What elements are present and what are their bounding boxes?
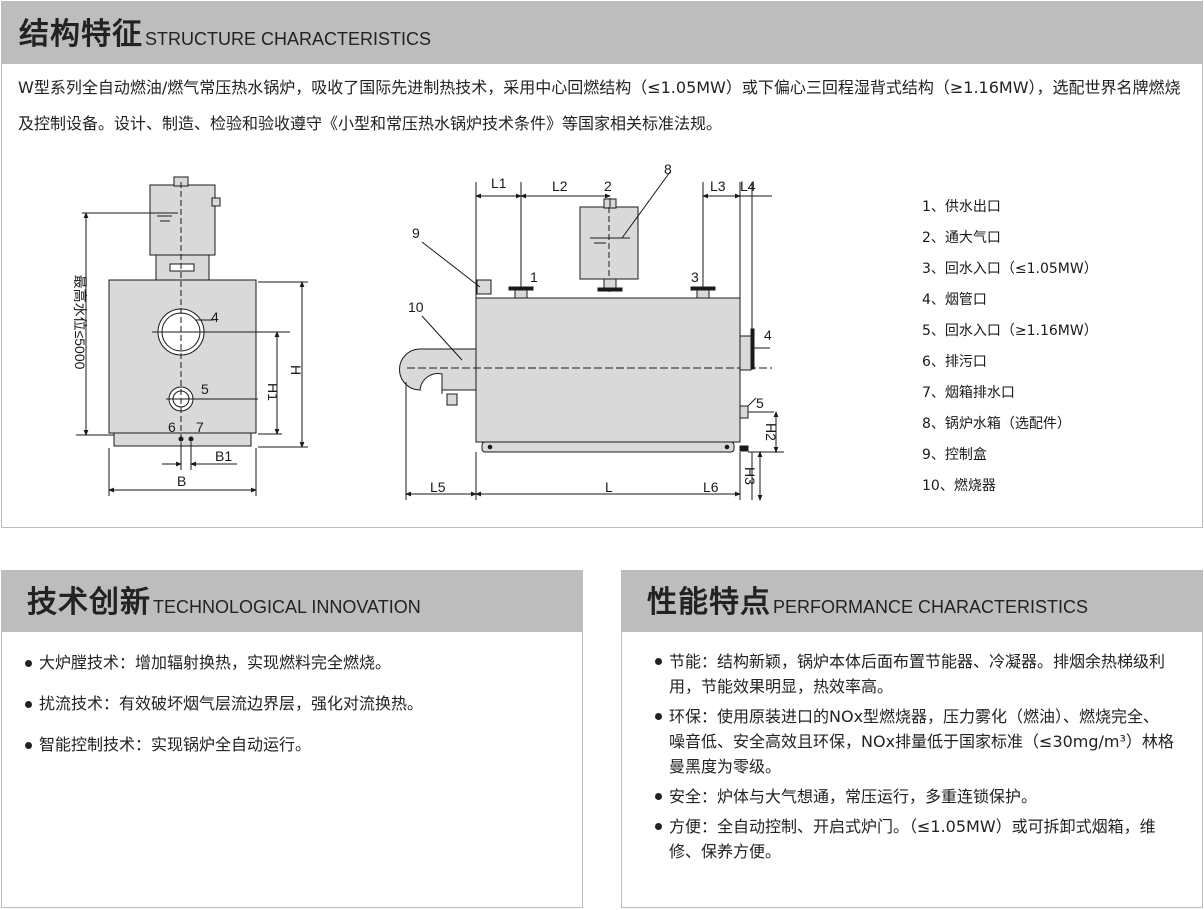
label-front-9: 9 xyxy=(412,225,420,241)
label-front-4: 4 xyxy=(764,327,772,343)
label-H1: H1 xyxy=(265,383,281,401)
structure-header: 结构特征 STRUCTURE CHARACTERISTICS xyxy=(2,2,1202,64)
label-side-5: 5 xyxy=(201,381,209,397)
side-view xyxy=(76,176,308,496)
label-side-4: 4 xyxy=(211,309,219,325)
performance-panel: 性能特点 PERFORMANCE CHARACTERISTICS 节能：结构新颖… xyxy=(621,570,1203,908)
label-front-3: 3 xyxy=(691,269,699,285)
structure-title-en: STRUCTURE CHARACTERISTICS xyxy=(145,29,432,49)
performance-title-en: PERFORMANCE CHARACTERISTICS xyxy=(773,597,1089,617)
tech-list: 大炉膛技术：增加辐射换热，实现燃料完全燃烧。 扰流技术：有效破坏烟气层流边界层，… xyxy=(24,651,569,774)
label-L6: L6 xyxy=(703,479,719,495)
tech-header: 技术创新 TECHNOLOGICAL INNOVATION xyxy=(2,571,582,632)
label-L3: L3 xyxy=(710,178,726,194)
list-item: 节能：结构新颖，锅炉本体后面布置节能器、冷凝器。排烟余热梯级利用，节能效果明显，… xyxy=(654,649,1174,699)
list-item: 大炉膛技术：增加辐射换热，实现燃料完全燃烧。 xyxy=(24,651,569,675)
performance-list: 节能：结构新颖，锅炉本体后面布置节能器、冷凝器。排烟余热梯级利用，节能效果明显，… xyxy=(654,649,1174,869)
legend-item: 6、排污口 xyxy=(922,354,987,370)
legend-item: 1、供水出口 xyxy=(922,199,1001,215)
boiler-diagram: 最高水位≤5000 4 5 6 7 H1 H B1 B xyxy=(72,161,784,501)
list-item: 扰流技术：有效破坏烟气层流边界层，强化对流换热。 xyxy=(24,692,569,716)
performance-title-cn: 性能特点 xyxy=(647,585,771,620)
legend-item: 10、燃烧器 xyxy=(922,478,996,494)
label-L4: L4 xyxy=(740,178,756,194)
legend-item: 8、锅炉水箱（选配件） xyxy=(922,416,1071,432)
label-H2: H2 xyxy=(763,423,779,441)
label-front-5: 5 xyxy=(756,395,764,411)
front-view xyxy=(399,171,784,501)
list-item: 方便：全自动控制、开启式炉门。（≤1.05MW）或可拆卸式烟箱，维修、保养方便。 xyxy=(654,814,1174,864)
legend-item: 4、烟管口 xyxy=(922,292,987,308)
structure-intro: W型系列全自动燃油/燃气常压热水锅炉，吸收了国际先进制热技术，采用中心回燃结构（… xyxy=(18,78,1181,133)
label-front-2: 2 xyxy=(604,178,612,194)
label-front-8: 8 xyxy=(664,161,672,177)
structure-title-cn: 结构特征 xyxy=(19,17,143,52)
label-max-water: 最高水位≤5000 xyxy=(72,275,88,370)
tech-panel: 技术创新 TECHNOLOGICAL INNOVATION 大炉膛技术：增加辐射… xyxy=(1,570,583,908)
list-item: 智能控制技术：实现锅炉全自动运行。 xyxy=(24,733,569,757)
parts-legend: 1、供水出口 2、通大气口 3、回水入口（≤1.05MW） 4、烟管口 5、回水… xyxy=(922,192,1098,502)
performance-header: 性能特点 PERFORMANCE CHARACTERISTICS xyxy=(622,571,1202,632)
label-L1: L1 xyxy=(491,175,507,191)
legend-item: 3、回水入口（≤1.05MW） xyxy=(922,261,1098,277)
legend-item: 2、通大气口 xyxy=(922,230,1001,246)
legend-item: 7、烟箱排水口 xyxy=(922,385,1015,401)
legend-item: 9、控制盒 xyxy=(922,447,987,463)
label-H: H xyxy=(288,365,304,375)
label-B: B xyxy=(177,473,186,489)
structure-panel: 结构特征 STRUCTURE CHARACTERISTICS W型系列全自动燃油… xyxy=(1,1,1203,528)
label-side-6: 6 xyxy=(168,419,176,435)
label-L5: L5 xyxy=(430,479,446,495)
label-H3: H3 xyxy=(742,467,758,485)
tech-title-en: TECHNOLOGICAL INNOVATION xyxy=(153,597,421,617)
label-front-1: 1 xyxy=(530,269,538,285)
tech-title-cn: 技术创新 xyxy=(27,585,151,620)
label-L2: L2 xyxy=(552,178,568,194)
label-front-10: 10 xyxy=(408,299,424,315)
label-side-7: 7 xyxy=(196,419,204,435)
label-L: L xyxy=(605,479,613,495)
list-item: 环保：使用原装进口的NOx型燃烧器，压力雾化（燃油）、燃烧完全、噪音低、安全高效… xyxy=(654,704,1174,779)
list-item: 安全：炉体与大气想通，常压运行，多重连锁保护。 xyxy=(654,784,1174,809)
legend-item: 5、回水入口（≥1.16MW） xyxy=(922,323,1098,339)
label-B1: B1 xyxy=(215,448,232,464)
